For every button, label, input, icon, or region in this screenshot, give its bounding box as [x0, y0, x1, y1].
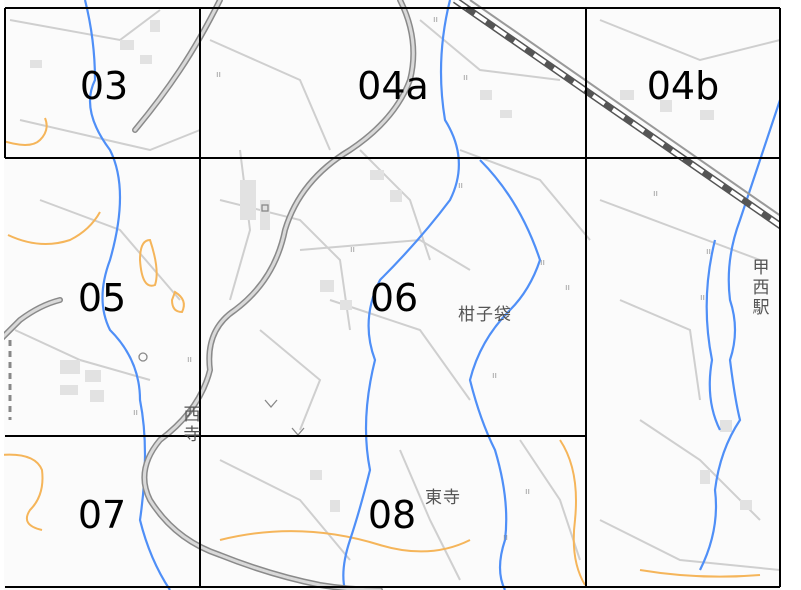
svg-text:ıı: ıı: [706, 247, 711, 257]
tile-label-04a[interactable]: 04a: [357, 64, 429, 108]
left-gutter: [0, 0, 4, 590]
svg-text:ıı: ıı: [433, 15, 438, 25]
svg-text:ıı: ıı: [700, 293, 705, 303]
tile-label-04b[interactable]: 04b: [646, 64, 720, 108]
railway: [8, 0, 801, 420]
svg-text:ıı: ıı: [540, 258, 545, 268]
svg-text:ıı: ıı: [565, 283, 570, 293]
building-blocks: [30, 20, 752, 512]
svg-text:ıı: ıı: [492, 371, 497, 381]
tile-label-08[interactable]: 08: [367, 493, 417, 537]
place-label-nishidera: 西寺: [183, 405, 201, 445]
svg-text:ıı: ıı: [187, 355, 192, 365]
svg-text:ıı: ıı: [458, 181, 463, 191]
svg-text:ıı: ıı: [350, 245, 355, 255]
post-office-symbol: [138, 204, 269, 362]
main-roads-inner: [0, 0, 415, 590]
svg-text:ıı: ıı: [525, 487, 530, 497]
svg-text:ıı: ıı: [463, 73, 468, 83]
svg-text:ıı: ıı: [653, 189, 658, 199]
svg-text:ıı: ıı: [503, 533, 508, 543]
svg-text:ıı: ıı: [216, 70, 221, 80]
tile-label-06[interactable]: 06: [369, 276, 419, 320]
place-label-higashidera: 東寺: [425, 488, 461, 508]
rice-field-symbol: ıı ıı ıı ıı ıı ıı ıı ıı ıı ıı ıı ıı ıı ıı ıı: [133, 15, 711, 543]
svg-text:ıı: ıı: [133, 408, 138, 418]
tile-grid: [4, 7, 781, 588]
tile-label-07[interactable]: 07: [77, 493, 127, 537]
right-gutter: [781, 0, 801, 590]
tile-label-05[interactable]: 05: [77, 276, 127, 320]
place-label-kojibukuro: 柑子袋: [458, 305, 512, 325]
tile-label-03[interactable]: 03: [79, 64, 129, 108]
station-label-kosei: 甲西駅: [752, 258, 770, 318]
contour-lines: [0, 117, 761, 586]
minor-roads: [9, 9, 781, 581]
